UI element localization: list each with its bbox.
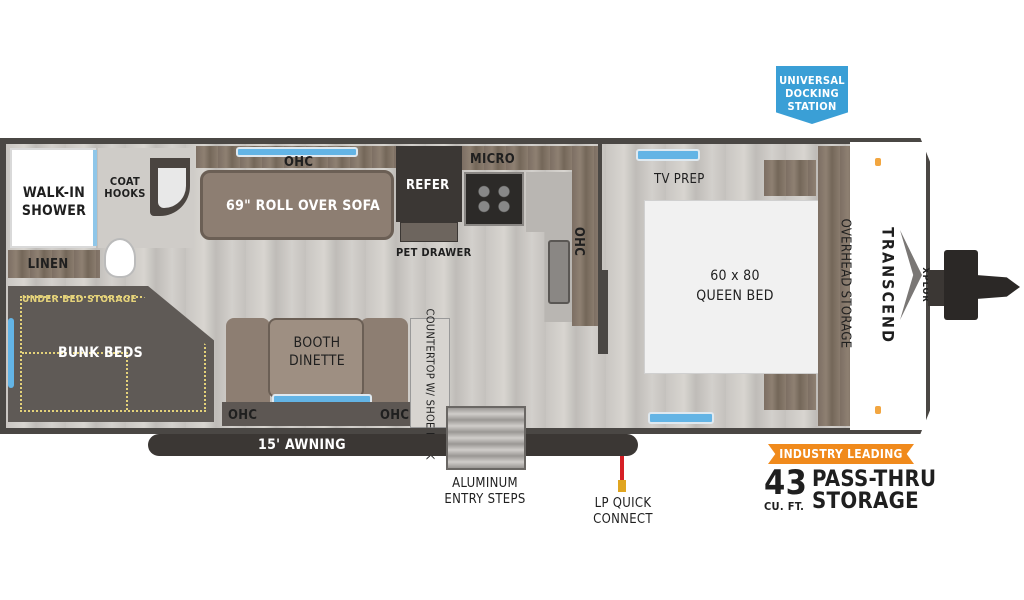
front-cap-light-top xyxy=(875,158,881,166)
shower-door xyxy=(93,150,97,246)
entry-steps xyxy=(446,406,526,470)
lp-connector-tip xyxy=(618,480,626,492)
ohc-top-label: OHC xyxy=(284,155,314,170)
countertop-shoe-rack xyxy=(410,318,450,428)
coat-hooks-label: COAT HOOKS xyxy=(104,175,146,200)
micro-label: MICRO xyxy=(470,152,516,167)
storage-number: 43 xyxy=(764,463,808,503)
shower-enclosure xyxy=(10,148,96,248)
nightstand-bottom xyxy=(764,374,816,410)
bedroom-window-top xyxy=(636,149,700,161)
bedroom-wall-lower xyxy=(598,270,608,354)
under-bed-storage-label: UNDER BED STORAGE xyxy=(22,294,137,305)
toilet xyxy=(104,238,136,278)
front-cap-light-bottom xyxy=(875,406,881,414)
pet-drawer xyxy=(400,222,458,242)
overhead-storage-label: OVERHEAD STORAGE xyxy=(837,218,853,349)
lp-connector-line xyxy=(620,456,624,482)
bedroom-window-bottom xyxy=(648,412,714,424)
ohc-right-label: OHC xyxy=(380,408,410,423)
dinette-table xyxy=(268,318,364,398)
storage-banner-text: INDUSTRY LEADING xyxy=(779,447,903,461)
nightstand-top xyxy=(764,160,816,196)
hitch-tongue xyxy=(928,270,948,306)
queen-bed xyxy=(644,200,820,374)
linen-label: LINEN xyxy=(27,257,69,272)
overhead-storage-cabinet xyxy=(818,146,850,426)
refrigerator xyxy=(396,146,462,222)
bunk-beds-label: BUNK BEDS xyxy=(58,345,143,361)
storage-headline-2: STORAGE xyxy=(812,489,920,514)
awning-label: 15' AWNING xyxy=(258,437,346,453)
tv-prep-label: TV PREP xyxy=(654,172,705,187)
refer-label: REFER xyxy=(406,178,450,193)
sofa-window xyxy=(236,147,358,157)
awning xyxy=(148,434,638,456)
docking-station-label: UNIVERSAL DOCKING STATION xyxy=(779,74,845,113)
brand-logo: TRANSCEND xyxy=(878,227,898,344)
pet-drawer-label: PET DRAWER xyxy=(396,246,472,259)
bedroom-wall xyxy=(598,144,602,354)
kitchen-sink xyxy=(548,240,570,304)
dinette-bench-left xyxy=(226,318,270,410)
bunk-dotted-hline xyxy=(22,352,126,354)
countertop-label: COUNTERTOP W/ SHOE RACK xyxy=(423,308,437,460)
ohc-left-label: OHC xyxy=(228,408,258,423)
lp-connect-label: LP QUICK CONNECT xyxy=(593,496,653,527)
sofa-label: 69" ROLL OVER SOFA xyxy=(226,198,380,214)
sofa xyxy=(200,170,394,240)
bunk-dotted-outline xyxy=(20,296,206,412)
walk-in-shower-label: WALK-IN SHOWER xyxy=(21,185,87,219)
storage-banner xyxy=(768,444,914,464)
storage-unit: CU. FT. xyxy=(764,500,805,513)
stove-burners xyxy=(474,184,514,214)
linen-cabinet xyxy=(8,250,100,278)
docking-station-badge xyxy=(776,66,848,124)
hitch-jack xyxy=(944,250,978,320)
ohc-side-label: OHC xyxy=(571,226,587,257)
hitch-coupler xyxy=(976,275,1020,299)
queen-bed-label: 60 x 80 QUEEN BED xyxy=(696,268,774,304)
entry-steps-label: ALUMINUM ENTRY STEPS xyxy=(444,476,526,507)
booth-dinette-label: BOOTH DINETTE xyxy=(289,335,345,369)
bunk-dotted-divider xyxy=(126,352,128,410)
dinette-ohc xyxy=(222,402,414,426)
ohc-side-cabinet xyxy=(572,146,598,326)
storage-headline-1: PASS-THRU xyxy=(812,467,937,492)
bunk-window xyxy=(8,318,14,388)
